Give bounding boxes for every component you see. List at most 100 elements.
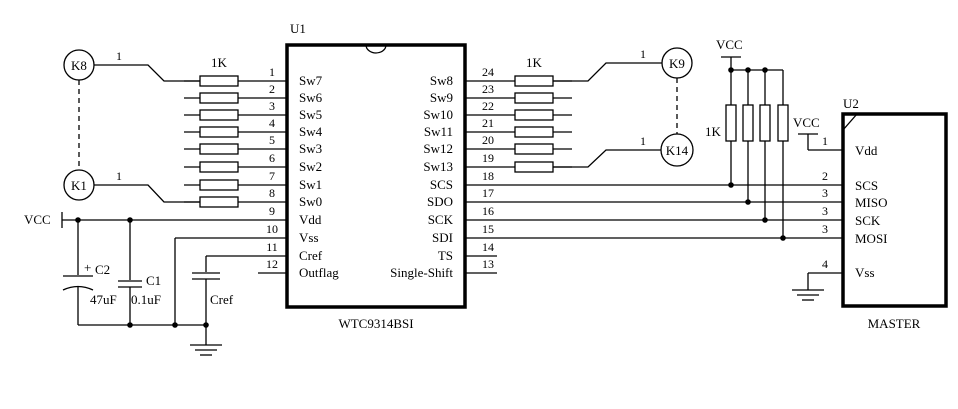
u1-notch [365,44,387,54]
capacitor-cref: Cref [192,255,258,325]
u1-pin-number: 17 [482,186,494,200]
u1-pin-number: 11 [266,240,278,254]
u1-pin-number: 4 [269,116,275,130]
u1-pin-name: Sw2 [299,159,322,174]
u1-pin-number: 24 [482,65,494,79]
resistor [199,161,239,173]
resistor [199,196,239,208]
pullup-network: VCC 1K [705,37,789,241]
c2-ref: C2 [95,262,110,277]
u1-pin-number: 22 [482,99,494,113]
u1-pin-number: 14 [482,240,494,254]
left-key-resistors: 1K [184,55,258,208]
u1-pin-number: 12 [266,257,278,271]
cref-label: Cref [210,292,234,307]
u1-pin-number: 21 [482,116,494,130]
u1-pin-name: SDI [432,230,453,245]
u1-pin-name: Vdd [299,212,322,227]
u1-pin-name: TS [438,248,453,263]
u1-pin-name: Vss [299,230,319,245]
u1-pin-name: SDO [427,194,453,209]
u1-pin-number: 18 [482,169,494,183]
u2-body [841,112,948,308]
resistor [777,104,789,142]
u2-master: U2 MASTER VCC 1 2 3 3 3 4 Vdd SCS MISO S… [792,96,948,331]
resistor [514,143,554,155]
u1-left-pins: 1 2 3 4 5 6 7 8 9 10 11 12 Sw7 Sw6 Sw5 S… [258,65,339,280]
u1-pin-number: 8 [269,186,275,200]
vcc-label: VCC [24,212,51,227]
u1-pin-number: 7 [269,169,275,183]
u1-pin-number: 3 [269,99,275,113]
c2-plus: + [84,260,91,275]
key-label: K1 [71,178,87,193]
vcc-left: VCC [24,212,258,228]
resistor [514,92,554,104]
resistor [199,143,239,155]
u1-pin-name: Sw10 [423,107,453,122]
resistor [725,104,737,142]
resistor [199,75,239,87]
resistor [514,161,554,173]
u1-pin-name: Single-Shift [390,265,453,280]
resistor [514,126,554,138]
u1-pin-number: 13 [482,257,494,271]
ground-icon [792,289,824,301]
key-k8: K8 1 [63,49,200,82]
key-k9: K9 1 [553,47,693,82]
u2-pin-name: MOSI [855,231,888,246]
u2-pin-name: MISO [855,195,888,210]
resistor [742,104,754,142]
u1-pin-name: Sw8 [430,73,453,88]
u1-pin-number: 20 [482,133,494,147]
u1-pin-name: Sw13 [423,159,453,174]
c1-value: 0.1uF [131,292,161,307]
resistor [199,109,239,121]
u1-pin-name: Sw12 [423,141,453,156]
resistor [759,104,771,142]
key-label: K9 [669,56,685,71]
resistor [514,109,554,121]
u1-pin-name: SCK [428,212,454,227]
u1-pin-number: 23 [482,82,494,96]
vcc-label: VCC [793,115,820,130]
u1-pin-name: Sw4 [299,124,323,139]
u2-pin-name: SCK [855,213,881,228]
u1-pin-name: Sw6 [299,90,323,105]
u2-pin-name: Vdd [855,143,878,158]
u1-body [285,43,467,309]
key-label: K8 [71,58,87,73]
u1-pin-name: Sw5 [299,107,322,122]
resistor [199,92,239,104]
spi-bus-wires [497,184,843,239]
u2-pin-number: 3 [822,186,828,200]
junction-dot [127,322,133,328]
u1-pin-number: 16 [482,204,494,218]
right-resistor-value: 1K [526,55,543,70]
u2-pin-number: 4 [822,257,828,271]
capacitor-c1: C1 0.1uF [118,220,161,325]
u1-pin-name: Sw9 [430,90,453,105]
u1-pin-number: 15 [482,222,494,236]
u2-name: MASTER [868,316,921,331]
pullup-resistor-value: 1K [705,124,722,139]
u1-pin-name: Sw7 [299,73,323,88]
key-pin-number: 1 [640,47,646,61]
u1-right-pins: 24 23 22 21 20 19 18 17 16 15 14 13 Sw8 … [390,65,497,280]
ground-left [78,237,258,356]
u1-pin-name: Outflag [299,265,339,280]
u1-pin-name: Sw11 [424,124,453,139]
u2-pin-number: 1 [822,134,828,148]
u1-part-number: WTC9314BSI [338,316,413,331]
u2-pin-name: Vss [855,265,875,280]
u1-ref: U1 [290,21,306,36]
key-pin-number: 1 [640,134,646,148]
u2-corner-mark [842,113,858,131]
right-key-resistors: 1K [497,55,572,173]
u1-pin-number: 10 [266,222,278,236]
u1-pin-name: Sw1 [299,177,322,192]
u1-chip: U1 WTC9314BSI [285,21,467,331]
u1-pin-name: Sw0 [299,194,322,209]
u1-pin-name: Sw3 [299,141,322,156]
